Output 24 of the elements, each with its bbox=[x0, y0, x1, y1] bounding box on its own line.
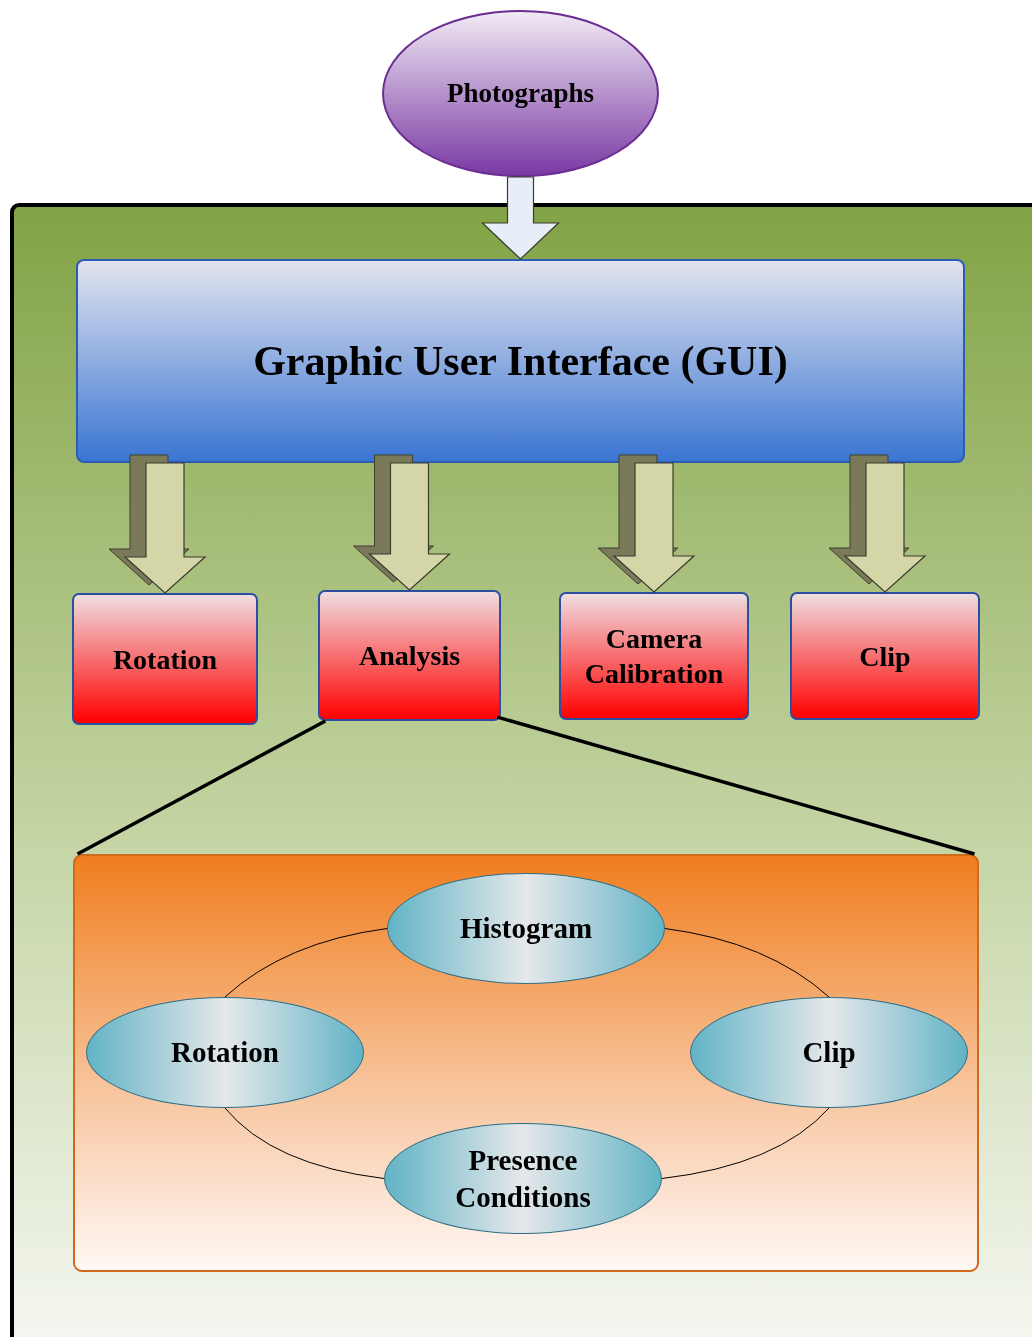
connector-curve bbox=[224, 928, 388, 998]
connector-curve bbox=[664, 928, 830, 998]
node-label: Camera Calibration bbox=[583, 622, 725, 691]
detail-panel bbox=[73, 854, 979, 1272]
zoom-line bbox=[496, 715, 975, 856]
node-label: Clip bbox=[802, 1035, 856, 1071]
connector-curve bbox=[224, 1107, 385, 1179]
module-box bbox=[790, 592, 980, 720]
node-label: Graphic User Interface (GUI) bbox=[253, 336, 788, 386]
zoom-line bbox=[76, 719, 327, 856]
system-panel bbox=[10, 203, 1032, 1337]
node-label: Photographs bbox=[447, 76, 594, 110]
module-box bbox=[559, 592, 749, 720]
block-arrow bbox=[481, 176, 560, 260]
node-label: Analysis bbox=[358, 639, 461, 673]
node-label: Clip bbox=[859, 639, 911, 674]
node-label: Rotation bbox=[171, 1035, 279, 1071]
module-box bbox=[318, 590, 501, 721]
node-label: Histogram bbox=[459, 911, 593, 947]
interface-box bbox=[76, 259, 965, 463]
node-label: Presence Conditions bbox=[454, 1143, 592, 1215]
module-box bbox=[72, 593, 258, 725]
node-label: Rotation bbox=[112, 642, 218, 677]
connector-curve bbox=[661, 1107, 830, 1179]
